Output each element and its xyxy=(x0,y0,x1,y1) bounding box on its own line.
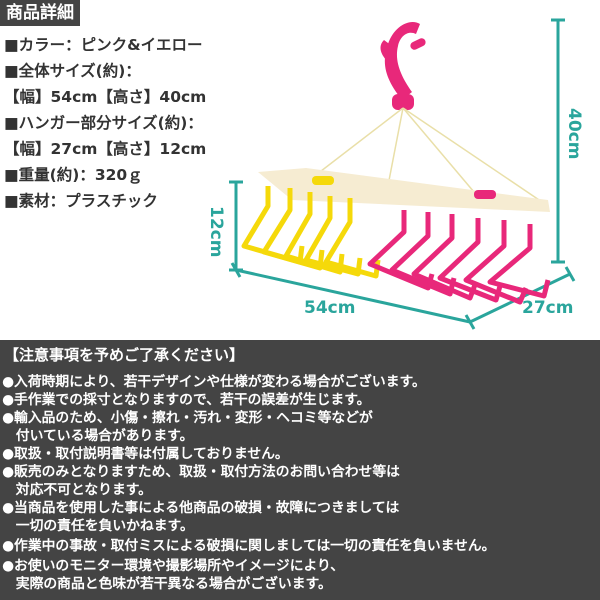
spec-overall-size-label: ■全体サイズ(約)： xyxy=(4,62,141,80)
notice-line: 対応不可となります。 xyxy=(2,482,152,498)
spec-hanger-size-label: ■ハンガー部分サイズ(約)： xyxy=(4,114,203,132)
dimension-lines xyxy=(229,18,576,330)
notice-line: ●入荷時期により、若干デザインや仕様が変わる場合がございます。 xyxy=(2,374,426,390)
width-total-label: 54cm xyxy=(304,298,356,318)
notice-panel: 【注意事項を予めご了承ください】 ●入荷時期により、若干デザインや仕様が変わる場… xyxy=(0,340,600,600)
hanger-hook xyxy=(380,22,426,110)
spec-material: ■素材：プラスチック xyxy=(4,192,158,210)
spec-weight: ■重量(約)：320ｇ xyxy=(4,166,143,184)
spec-color: ■カラー：ピンク&イエロー xyxy=(4,36,203,54)
spec-overall-size-value: 【幅】54cm【高さ】40cm xyxy=(4,88,207,106)
notice-title: 【注意事項を予めご了承ください】 xyxy=(4,346,245,364)
notice-line: ●当商品を使用した事による他商品の破損・故障につきましては xyxy=(2,500,400,516)
height-total-label: 40cm xyxy=(564,108,584,160)
notice-line: 実際の商品と色味が若干異なる場合がございます。 xyxy=(2,576,332,592)
notice-line: ●お使いのモニター環境や撮影場所やイメージにより、 xyxy=(2,558,345,574)
hanger-product-illustration xyxy=(229,18,576,330)
notice-line: ●取扱・取付説明書等は付属しておりません。 xyxy=(2,446,289,462)
main-bar xyxy=(258,168,550,212)
product-details-title: 商品詳細 xyxy=(0,0,80,26)
spec-hanger-size-value: 【幅】27cm【高さ】12cm xyxy=(4,140,207,158)
notice-line: 一切の責任を負いかねます。 xyxy=(2,518,194,534)
notice-line: ●販売のみとなりますため、取扱・取付方法のお問い合わせ等は xyxy=(2,464,400,480)
yellow-hangers xyxy=(241,186,381,279)
pink-hangers xyxy=(367,210,551,305)
height-hanger-label: 12cm xyxy=(206,206,226,258)
notice-line: ●手作業での採寸となりますので、若干の誤差が生じます。 xyxy=(2,392,371,408)
hanger-strings xyxy=(311,107,549,207)
notice-line: 付いている場合があります。 xyxy=(2,428,194,444)
product-details-panel: 商品詳細 ■カラー：ピンク&イエロー ■全体サイズ(約)： 【幅】54cm【高さ… xyxy=(0,0,584,330)
width-hanger-label: 27cm xyxy=(522,298,574,318)
notice-line: ●輸入品のため、小傷・擦れ・汚れ・変形・ヘコミ等などが xyxy=(2,410,373,426)
notice-line: ●作業中の事故・取付ミスによる破損に関しましては一切の責任を負いません。 xyxy=(2,538,496,554)
